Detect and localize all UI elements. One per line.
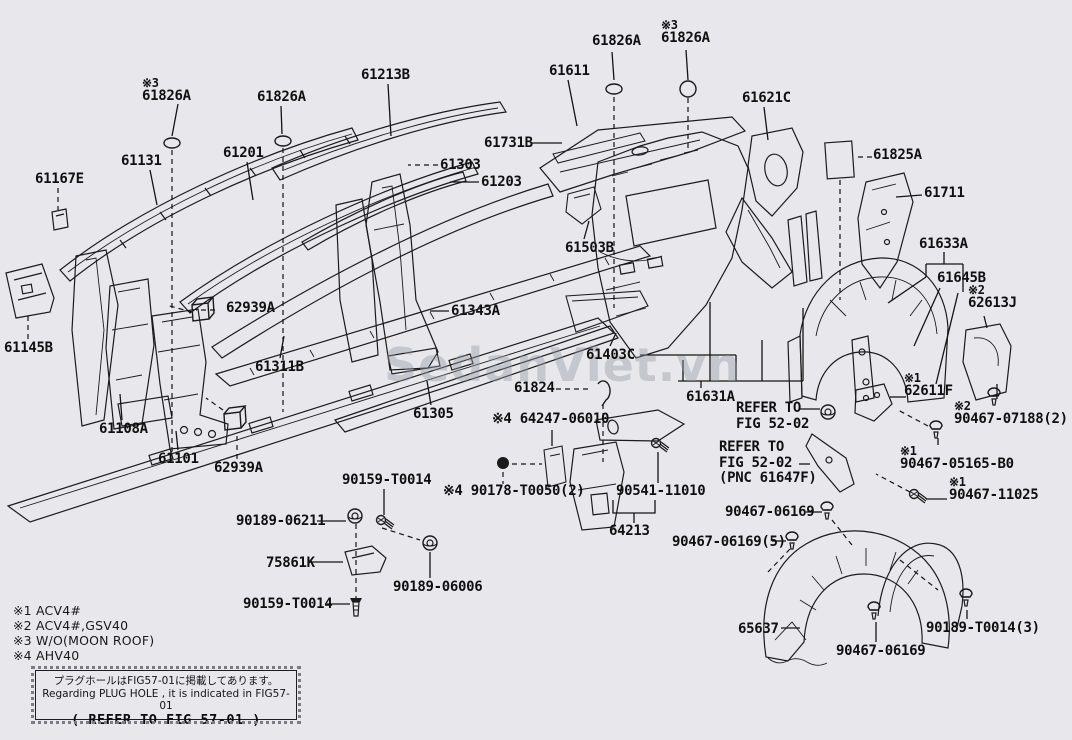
plug-grommet-icon [274,135,292,147]
bracket-75861K [345,546,386,575]
part-label-90159-T0014-1: 90159-T0014 [342,472,432,488]
art-wheel-housing [788,258,1011,492]
part-label-61213B: 61213B [361,67,410,83]
pushpin-clip-icon [929,420,943,439]
plug-icon [598,381,610,406]
footnote-4: ※4 AHV40 [13,648,80,663]
bolt-head-icon [497,457,509,469]
part-label-61131: 61131 [121,153,162,169]
clip-icon [347,508,363,524]
screw-icon [349,597,363,617]
part-label-61631A: 61631A [686,389,735,405]
plug-grommet-icon [605,83,623,95]
part-label-61167E: 61167E [35,171,84,187]
part-label-65637: 65637 [738,621,779,637]
footnote-3: ※3 W/O(MOON ROOF) [13,633,155,648]
part-label-61101: 61101 [158,451,199,467]
part-label-61611: 61611 [549,63,590,79]
part-label-62939A-2: 62939A [214,460,263,476]
part-label-61825A: 61825A [873,147,922,163]
part-label-90178-T0050: ※4 90178-T0050(2) [443,483,585,499]
part-label-61621C: 61621C [742,90,791,106]
part-label-61343A: 61343A [451,303,500,319]
art-rocker-panels [8,246,650,522]
pushpin-clip-icon [820,501,834,520]
part-label-90467-06169-a: 90467-06169 [725,504,815,520]
part-label-90159-T0014-2: 90159-T0014 [243,596,333,612]
part-label-61645B: 61645B [937,270,986,286]
hardware-icons [52,81,1001,620]
dashed-lines [28,97,938,598]
refer-note-b: REFER TO FIG 52-02 (PNC 61647F) [719,439,817,487]
part-label-90189-T0014-3: 90189-T0014(3) [926,620,1040,636]
part-label-61311B: 61311B [255,359,304,375]
part-label-61108A: 61108A [99,421,148,437]
part-label-61145B: 61145B [4,340,53,356]
note-line-en: Regarding PLUG HOLE , it is indicated in… [42,688,290,712]
footnote-1: ※1 ACV4# [13,603,82,618]
part-label-61203: 61203 [481,174,522,190]
part-label-90541-11010: 90541-11010 [616,483,706,499]
plug-hole-note-box: プラグホールはFIG57-01に掲載してあります。 Regarding PLUG… [31,666,301,728]
part-label-61633A: 61633A [919,236,968,252]
art-quarter-panels [540,117,913,358]
plug-grommet-icon [163,137,181,149]
clip-icon [820,404,836,420]
screw-icon [908,488,928,504]
part-label-61824: 61824 [514,380,555,396]
part-label-90189-06006: 90189-06006 [393,579,483,595]
part-label-61826A-2: 61826A [257,89,306,105]
part-label-90467-06169-b: 90467-06169(5) [672,534,786,550]
part-label-62939A-1: 62939A [226,300,275,316]
screw-icon [375,514,395,530]
part-label-61305: 61305 [413,406,454,422]
part-label-61826A-3: 61826A [592,33,641,49]
part-label-61731B: 61731B [484,135,533,151]
note-line-ref: ( REFER TO FIG 57-01 ) [71,712,261,728]
art-cowl-side-cluster [544,410,684,530]
part-label-90189-06211: 90189-06211 [236,513,326,529]
note-line-ja: プラグホールはFIG57-01に掲載してあります。 [53,675,279,687]
clip-icon [422,535,438,551]
art-front-pillars [6,174,440,449]
small-clip-icon [52,209,68,230]
refer-note-a: REFER TO FIG 52-02 [736,400,810,432]
art-fender-liner [764,531,963,665]
pushpin-clip-icon [867,601,881,620]
part-label-61711: 61711 [924,185,965,201]
part-label-64247-06010: ※4 64247-06010 [492,411,610,427]
part-label-75861K: 75861K [266,555,315,571]
plug-hole-icon [680,81,696,97]
part-label-61503B: 61503B [565,240,614,256]
part-label-61303: 61303 [440,157,481,173]
site-watermark: SedanViet.vn [384,338,741,392]
part-label-61201: 61201 [223,145,264,161]
pushpin-clip-icon [785,531,799,550]
footnote-2: ※2 ACV4#,GSV40 [13,618,129,633]
part-label-64213: 64213 [609,523,650,539]
art-roof-side-rails [60,102,553,358]
part-label-90467-06169-c: 90467-06169 [836,643,926,659]
part-label-61403C: 61403C [586,347,635,363]
